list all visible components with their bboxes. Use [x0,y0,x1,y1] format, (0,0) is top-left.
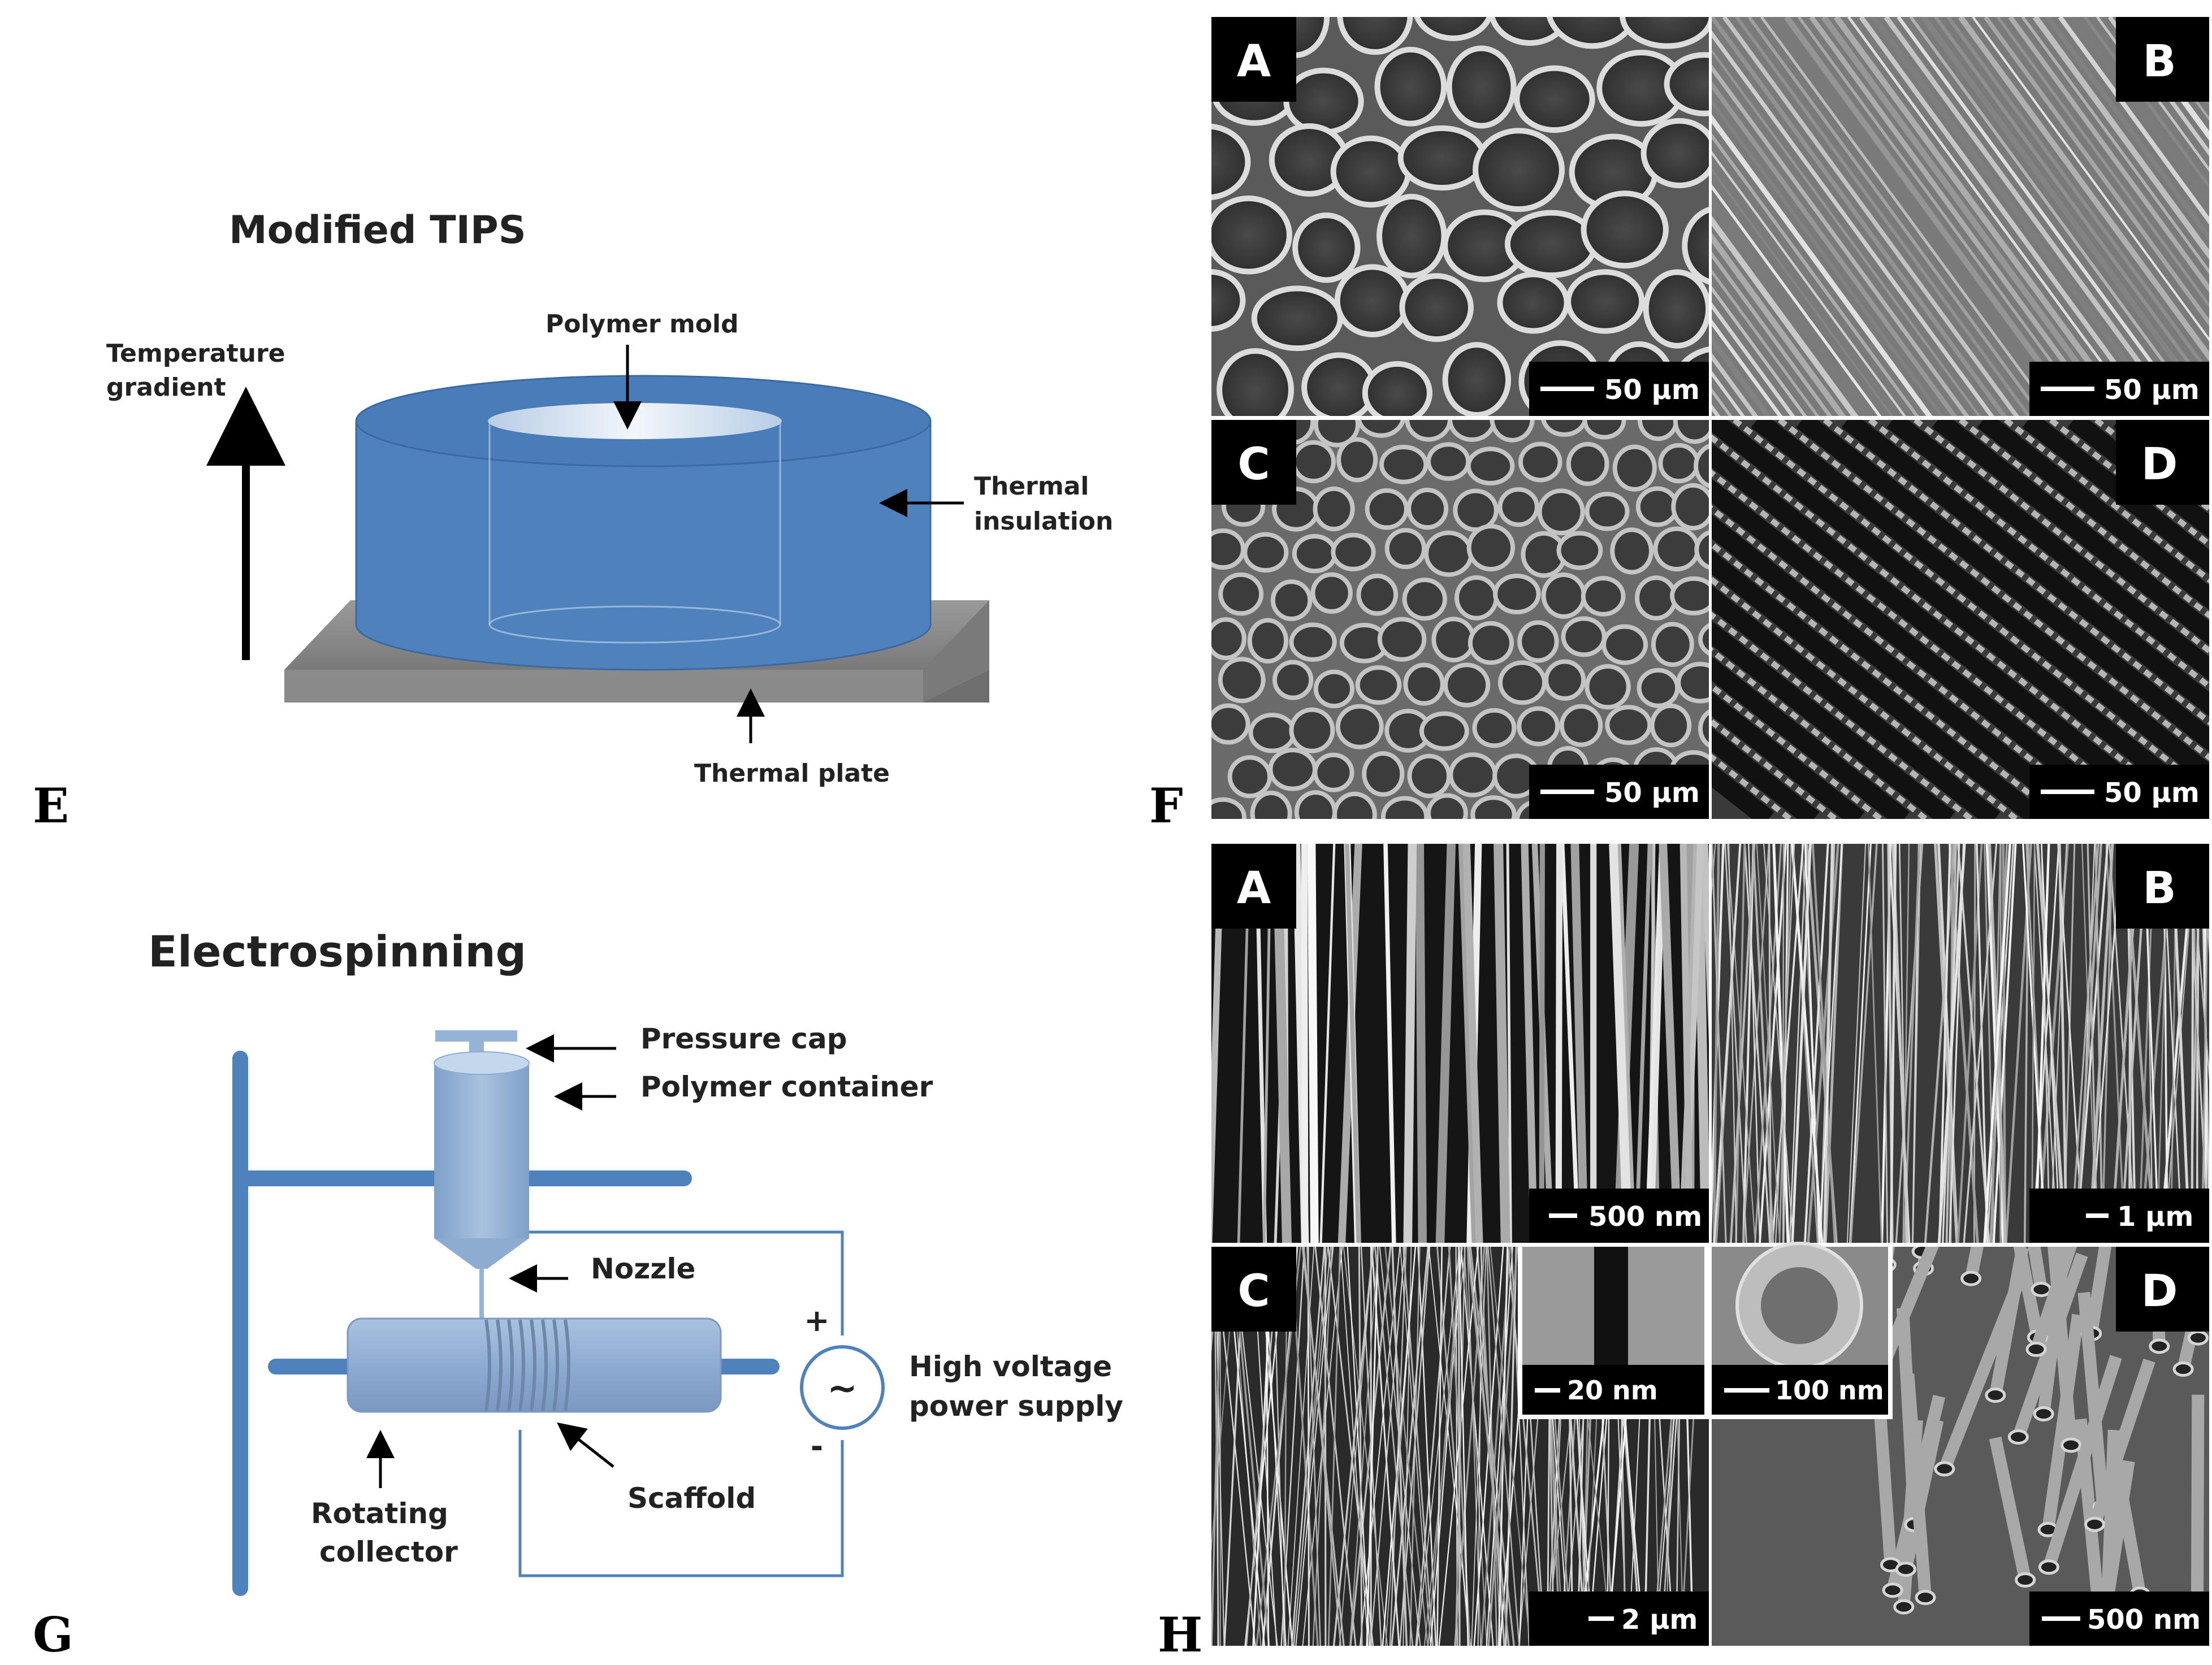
power-plus-sign: + [804,1303,829,1338]
sem-f-c-letter: C [1237,439,1270,490]
sem-f-a-letter-box: A [1211,17,1296,102]
panel-letter-f: F [1149,778,1183,834]
sem-f-b-letter: B [2142,36,2176,87]
sem-h-d-scale-label: 500 nm [2087,1604,2201,1636]
sem-h-b-scale-label: 1 µm [2117,1201,2193,1233]
sem-h-c-letter-box: C [1211,1247,1296,1332]
scaffold-arrow [557,1422,614,1468]
sem-f-a-scale-label: 50 µm [1604,374,1700,406]
sem-f-d-scale-bar: 50 µm [2029,765,2209,819]
panel-f-sem-grid: A B C D 50 µm 50 µm 50 µm [1210,15,2211,821]
sem-h-d-letter: D [2141,1266,2178,1317]
sem-h-a-scale-label: 500 nm [1588,1201,1702,1233]
sem-h-inset-1-scale-label: 20 nm [1567,1375,1658,1406]
thermal-plate-label: Thermal plate [694,759,890,788]
power-supply-icon [800,1345,885,1430]
rotating-collector-label-line1: Rotating [311,1497,448,1530]
sem-h-a-letter-box: A [1211,844,1296,929]
sem-h-inset-2: 100 nm [1710,1242,1893,1419]
sem-h-b-letter: B [2142,863,2176,914]
sem-f-c-scale-bar: 50 µm [1529,765,1709,819]
thermal-insulation-label-line1: Thermal [974,472,1089,501]
circuit-wire-top [529,1230,844,1336]
sem-f-d-letter-box: D [2116,420,2209,505]
sem-f-c-scale-label: 50 µm [1604,777,1700,809]
power-supply-tilde: ~ [827,1368,858,1410]
polymer-container [434,1063,529,1238]
sem-f-d-scale-label: 50 µm [2104,777,2200,809]
rotating-collector-label-line2: collector [319,1536,458,1568]
tips-title: Modified TIPS [229,208,526,253]
panel-h-sem-grid: 20 nm 100 nm A B C D [1210,842,2211,1647]
nozzle-label: Nozzle [591,1252,695,1285]
syringe [434,1030,530,1323]
polymer-mold [488,403,782,439]
sem-h-d-scale-bar: 500 nm [2029,1592,2209,1646]
polymer-container-label: Polymer container [640,1070,933,1103]
sem-f-b-letter-box: B [2116,17,2209,102]
sem-h-inset-1: 20 nm [1518,1247,1709,1419]
panel-e-tips-diagram: Modified TIPS Temperature gradient Polym… [106,208,1113,788]
scaffold-fibers [484,1319,570,1411]
sem-h-b-letter-box: B [2116,844,2209,929]
power-minus-sign: - [811,1429,823,1464]
panel-letter-g: G [33,1607,73,1663]
temperature-label-line1: Temperature [106,339,285,368]
sem-h-d-letter-box: D [2116,1247,2209,1332]
sem-f-b-scale-label: 50 µm [2104,374,2200,406]
sem-h-b-scale-bar: 1 µm [2029,1189,2209,1243]
high-voltage-label-line2: power supply [909,1390,1123,1423]
sem-h-a-scale-bar: 500 nm [1529,1189,1709,1243]
syringe-cone [434,1238,529,1269]
circuit-wire-bottom [518,1430,844,1577]
sem-f-d-letter: D [2141,439,2178,490]
scaffold-label: Scaffold [627,1482,756,1515]
sem-f-a-image [1211,17,1709,416]
temperature-label-line2: gradient [106,373,226,402]
sem-f-a-scale-bar: 50 µm [1529,362,1709,416]
sem-h-c-letter: C [1237,1266,1270,1317]
sem-h-inset-2-scale-label: 100 nm [1775,1375,1884,1406]
panel-letter-h: H [1158,1607,1202,1663]
sem-f-d-image [1712,420,2209,819]
high-voltage-label-line1: High voltage [909,1350,1112,1383]
panel-letter-e: E [33,778,69,834]
electrospinning-title: Electrospinning [148,926,526,977]
panel-g-electrospinning-diagram: Electrospinning [148,926,1123,1596]
pressure-cap [435,1030,517,1042]
pressure-cap-label: Pressure cap [640,1022,847,1055]
sem-f-b-scale-bar: 50 µm [2029,362,2209,416]
sem-h-c-scale-bar: 2 µm [1529,1592,1709,1646]
sem-f-c-letter-box: C [1211,420,1296,505]
thermal-insulation-label-line2: insulation [974,507,1113,536]
sem-h-c-scale-label: 2 µm [1621,1604,1698,1636]
sem-f-a-letter: A [1237,36,1271,87]
sem-f-b-image [1712,17,2209,416]
polymer-mold-label: Polymer mold [546,310,739,339]
sem-h-a-letter: A [1237,863,1271,914]
